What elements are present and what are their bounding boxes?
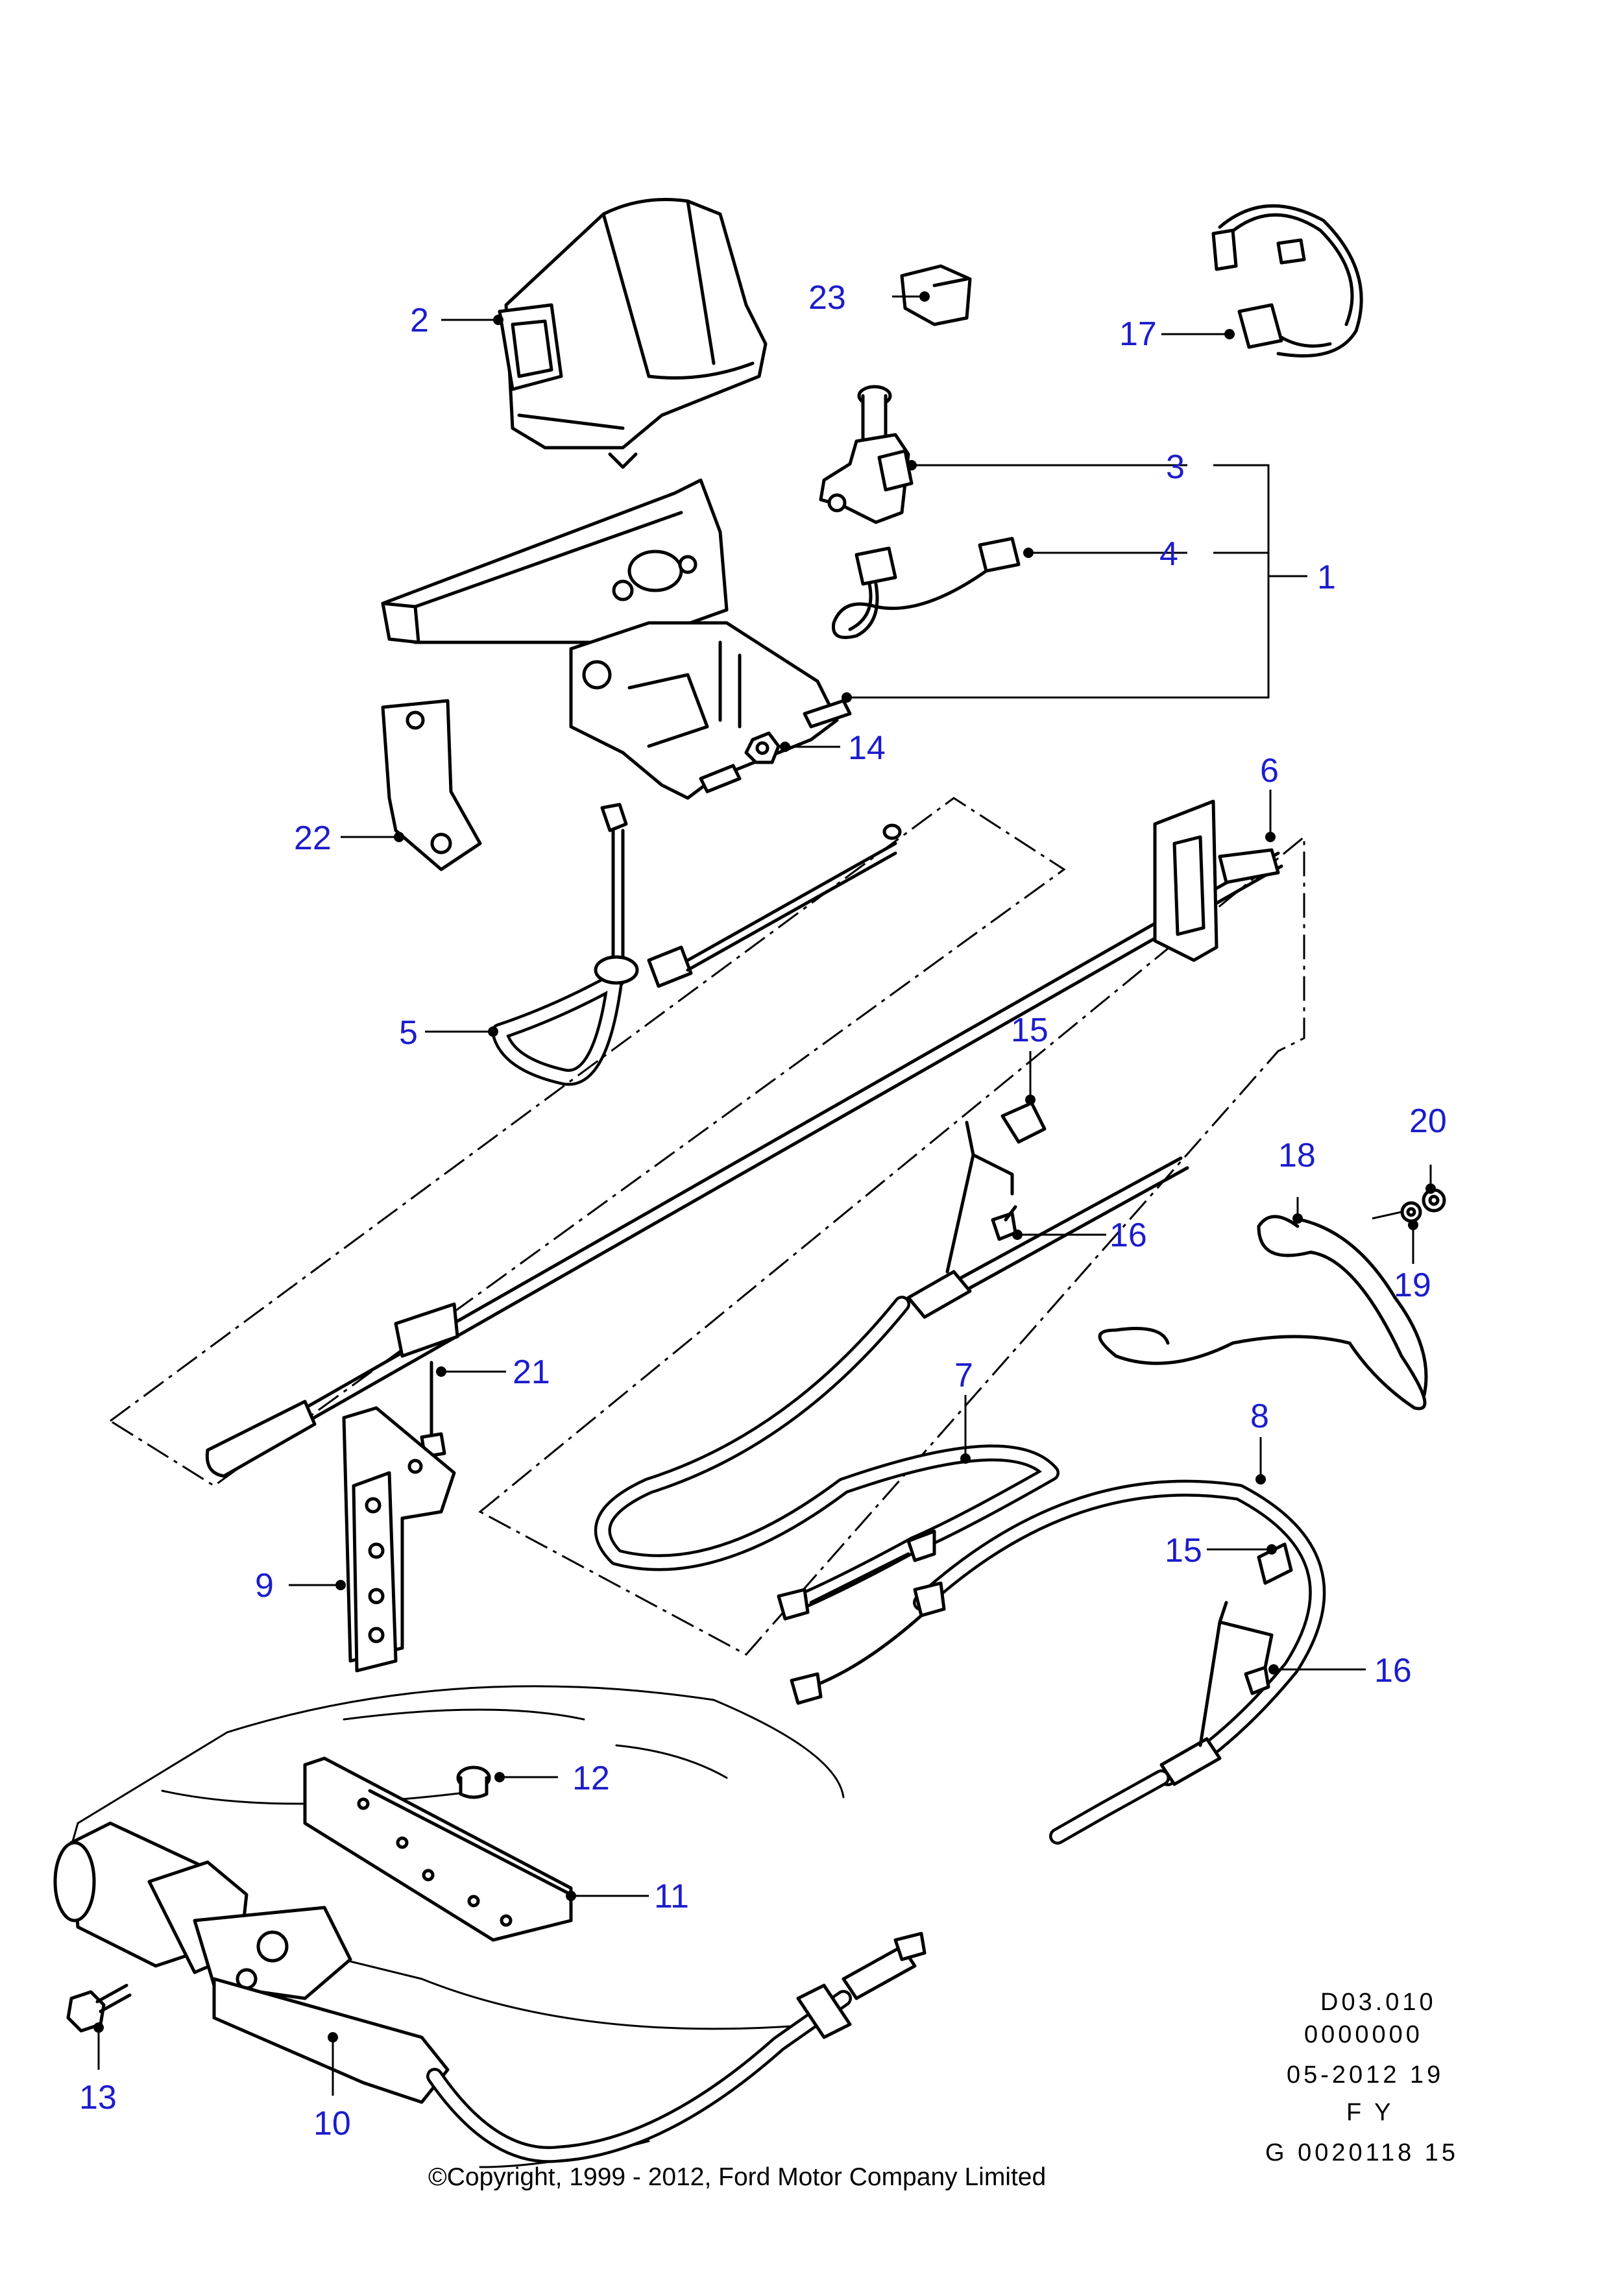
part-19-washer xyxy=(1400,1201,1422,1223)
callout-7: 7 xyxy=(954,1357,973,1394)
part-8-cable xyxy=(790,1479,1326,1845)
callout-20: 20 xyxy=(1409,1102,1447,1140)
lever-assembly xyxy=(381,478,852,800)
info-line-3: 05-2012 19 xyxy=(1287,2061,1444,2089)
callout-19: 19 xyxy=(1394,1267,1431,1304)
part-15-clip-upper xyxy=(945,1101,1047,1274)
callout-15b: 15 xyxy=(1165,1532,1202,1570)
callout-15a: 15 xyxy=(1011,1012,1048,1049)
callout-3: 3 xyxy=(1166,448,1185,486)
callout-6: 6 xyxy=(1260,752,1279,790)
callout-5: 5 xyxy=(399,1014,418,1052)
callout-21: 21 xyxy=(513,1353,550,1391)
part-16-clip-lower xyxy=(1244,1666,1270,1695)
part-13-bolt xyxy=(66,1983,132,2033)
part-23-switch xyxy=(900,264,972,326)
part-7-cable xyxy=(594,1156,1189,1621)
part-12-grommet xyxy=(456,1765,491,1799)
part-10-actuator xyxy=(53,1821,927,2163)
group-frame-upper xyxy=(108,797,1066,1487)
part-15-clip-lower xyxy=(1198,1542,1293,1747)
callout-4: 4 xyxy=(1159,535,1178,573)
callout-1: 1 xyxy=(1317,559,1336,596)
info-line-2: 0000000 xyxy=(1304,2021,1423,2048)
callout-13: 13 xyxy=(79,2079,117,2116)
callout-18: 18 xyxy=(1278,1137,1316,1174)
callout-10: 10 xyxy=(313,2105,351,2142)
callout-labels: 1 2 3 4 5 6 7 8 9 10 11 12 13 14 15 15 1… xyxy=(79,279,1447,2142)
callout-23: 23 xyxy=(808,279,846,317)
callout-16b: 16 xyxy=(1374,1652,1412,1690)
info-line-4: F Y xyxy=(1346,2099,1394,2126)
part-16-clip-upper xyxy=(991,1205,1017,1241)
info-line-5: G 0020118 15 xyxy=(1265,2139,1459,2166)
part-4-wire xyxy=(831,537,1021,639)
part-9-pivot-bracket xyxy=(342,1406,456,1673)
part-18-spring xyxy=(1098,1215,1428,1411)
part-22-bracket xyxy=(381,699,482,871)
seat-outline xyxy=(226,1685,845,1799)
part-17-harness xyxy=(1211,204,1363,358)
leader-lines xyxy=(93,291,1436,2096)
drawing-info-block: D03.010 0000000 05-2012 19 F Y G 0020118… xyxy=(1265,1989,1459,2166)
part-2-lever-boot xyxy=(498,198,768,469)
part-21-screw xyxy=(420,1361,446,1459)
callout-11: 11 xyxy=(654,1878,689,1915)
callout-22: 22 xyxy=(294,819,332,857)
callout-9: 9 xyxy=(255,1567,274,1605)
part-6-main-cable xyxy=(205,799,1283,1478)
part-11-mounting-plate xyxy=(303,1756,573,1942)
callout-2: 2 xyxy=(410,302,429,339)
copyright-text: ©Copyright, 1999 - 2012, Ford Motor Comp… xyxy=(428,2163,1046,2191)
part-5-release-handle xyxy=(491,803,902,1086)
callout-17: 17 xyxy=(1119,315,1157,353)
part-3-switch xyxy=(819,385,914,524)
callout-8: 8 xyxy=(1250,1398,1269,1435)
group-frame-lower xyxy=(478,834,1305,1656)
callout-16a: 16 xyxy=(1109,1217,1147,1254)
callout-12: 12 xyxy=(572,1760,610,1797)
part-20-nut xyxy=(1422,1188,1446,1213)
info-line-1: D03.010 xyxy=(1320,1989,1436,2016)
callout-14: 14 xyxy=(848,729,886,767)
part-14-nut xyxy=(744,731,781,764)
